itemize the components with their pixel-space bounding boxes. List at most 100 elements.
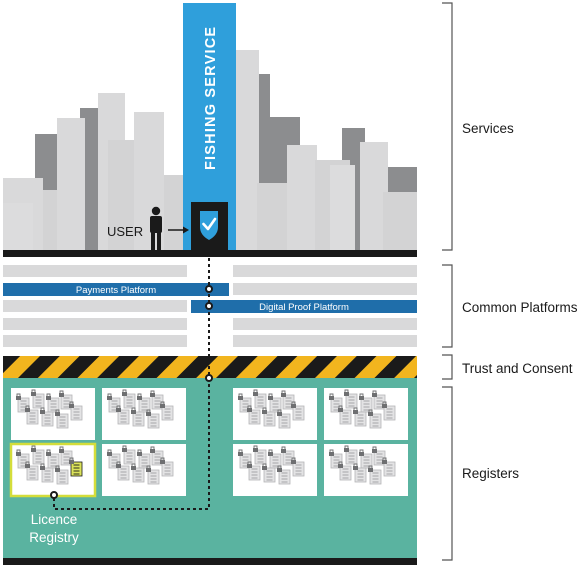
document-icon xyxy=(253,389,267,409)
document-icon xyxy=(137,449,151,469)
padlock-icon xyxy=(344,445,349,452)
trust-consent-layer-label: Trust and Consent xyxy=(462,361,573,376)
document-icon xyxy=(25,405,39,425)
document-icon xyxy=(253,445,267,465)
padlock-icon xyxy=(382,401,387,408)
document-icon xyxy=(291,401,305,421)
document-icon xyxy=(238,449,252,469)
padlock-icon xyxy=(59,390,64,397)
document-icon xyxy=(46,393,60,413)
document-icon xyxy=(277,409,291,429)
document-icon xyxy=(268,393,282,413)
padlock-icon xyxy=(329,393,334,400)
document-icon xyxy=(338,461,352,481)
padlock-icon xyxy=(160,457,165,464)
document-icon xyxy=(31,389,45,409)
padlock-icon xyxy=(238,393,243,400)
document-icon xyxy=(353,407,367,427)
padlock-icon xyxy=(291,457,296,464)
document-icon xyxy=(238,393,252,413)
document-icon xyxy=(107,393,121,413)
document-icon xyxy=(59,390,73,410)
document-icon xyxy=(268,449,282,469)
padlock-icon xyxy=(353,463,358,470)
document-icon xyxy=(353,463,367,483)
document-icon xyxy=(160,401,174,421)
registers-layer-label: Registers xyxy=(462,466,519,481)
padlock-icon xyxy=(277,409,282,416)
document-icon xyxy=(150,446,164,466)
digital-proof-platform-bar[interactable]: Digital Proof Platform xyxy=(191,300,417,313)
padlock-icon xyxy=(253,445,258,452)
padlock-icon xyxy=(338,461,343,468)
document-icon xyxy=(122,389,136,409)
document-icon xyxy=(131,407,145,427)
services-layer-label: Services xyxy=(462,121,514,136)
fishing-service-label: FISHING SERVICE xyxy=(203,26,219,170)
padlock-icon xyxy=(69,401,74,408)
padlock-icon xyxy=(122,445,127,452)
digital-proof-platform-label: Digital Proof Platform xyxy=(259,302,349,313)
document-icon xyxy=(344,445,358,465)
document-icon xyxy=(116,461,130,481)
register-card[interactable] xyxy=(102,444,186,496)
padlock-icon xyxy=(31,389,36,396)
padlock-icon xyxy=(160,401,165,408)
document-icon xyxy=(69,457,83,477)
document-icon xyxy=(25,461,39,481)
document-icon xyxy=(359,393,373,413)
payments-platform-bar[interactable]: Payments Platform xyxy=(3,283,229,296)
document-icon xyxy=(137,393,151,413)
padlock-icon xyxy=(16,393,21,400)
document-icon xyxy=(160,457,174,477)
document-icon xyxy=(16,393,30,413)
register-card[interactable] xyxy=(233,388,317,440)
connector-node xyxy=(205,302,213,310)
padlock-icon xyxy=(368,409,373,416)
padlock-icon xyxy=(122,389,127,396)
document-icon xyxy=(146,465,160,485)
register-card[interactable] xyxy=(233,444,317,496)
padlock-icon xyxy=(59,446,64,453)
padlock-icon xyxy=(40,407,45,414)
document-icon xyxy=(372,390,386,410)
padlock-icon xyxy=(46,393,51,400)
padlock-icon xyxy=(262,463,267,470)
padlock-icon xyxy=(382,457,387,464)
padlock-icon xyxy=(329,449,334,456)
document-icon xyxy=(368,465,382,485)
padlock-icon xyxy=(40,463,45,470)
register-card[interactable] xyxy=(9,442,97,498)
fishing-service-tower[interactable]: FISHING SERVICE xyxy=(183,3,236,250)
register-card[interactable] xyxy=(324,444,408,496)
document-icon xyxy=(262,463,276,483)
padlock-icon xyxy=(146,409,151,416)
user: USER xyxy=(107,206,189,250)
padlock-icon xyxy=(116,461,121,468)
arrow-right-icon xyxy=(168,226,189,234)
padlock-icon xyxy=(262,407,267,414)
padlock-icon xyxy=(291,401,296,408)
padlock-icon xyxy=(146,465,151,472)
padlock-icon xyxy=(107,449,112,456)
document-icon xyxy=(344,389,358,409)
document-icon xyxy=(116,405,130,425)
common-platforms-layer-label: Common Platforms xyxy=(462,300,578,315)
document-icon xyxy=(69,401,83,421)
data-flow-path xyxy=(50,252,213,510)
document-icon xyxy=(329,449,343,469)
padlock-icon xyxy=(253,389,258,396)
register-card[interactable] xyxy=(324,388,408,440)
padlock-icon xyxy=(150,446,155,453)
padlock-icon xyxy=(372,390,377,397)
user-label: USER xyxy=(107,224,143,239)
padlock-icon xyxy=(55,465,60,472)
register-card[interactable] xyxy=(11,388,95,440)
padlock-icon xyxy=(344,389,349,396)
padlock-icon xyxy=(247,461,252,468)
register-card[interactable] xyxy=(102,388,186,440)
document-icon xyxy=(31,445,45,465)
document-icon xyxy=(131,463,145,483)
padlock-icon xyxy=(238,449,243,456)
